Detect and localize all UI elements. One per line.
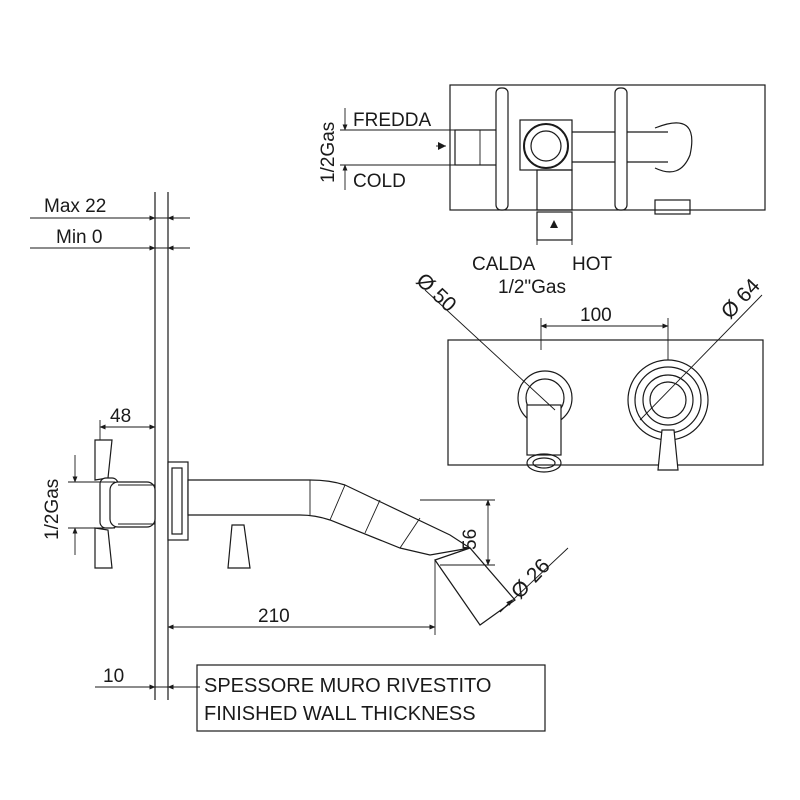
note-box [196,664,546,732]
valve-ring-inner [530,130,562,162]
hot-flow-arrow [550,220,558,228]
valve-body-side [109,481,156,528]
left-flange [495,87,509,211]
wall-thickness-note: SPESSORE MURO RIVESTITO FINISHED WALL TH… [196,664,546,732]
top-pipe-size-label: 1/2Gas [318,122,339,183]
valve-ring-outer [523,123,569,169]
spout-front [526,404,562,456]
cold-label-en: COLD [353,171,406,192]
spout-body [187,479,472,556]
spout-outlet-outer [526,453,562,473]
center-distance-label: 100 [580,305,612,326]
handle-ring-3 [642,374,694,426]
top-view: 1/2Gas FREDDA COLD CALDA HOT 1/2"Gas [318,84,766,298]
note-line-it: SPESSORE MURO RIVESTITO [204,675,491,697]
body-depth-label: 48 [110,406,131,427]
bottom-pipe-size-label: 1/2"Gas [498,277,566,298]
side-lever [227,524,251,569]
right-flange [614,87,628,211]
front-plate [447,339,764,466]
handle-ring-1 [627,359,709,441]
cross-handle-bottom [94,527,113,569]
min-depth-label: Min 0 [56,227,102,248]
hot-label-it: CALDA [472,254,536,275]
front-view: Ø 50 Ø 64 100 [412,269,765,473]
top-view-body [449,84,766,211]
cross-handle-top [94,439,113,481]
spout-outlet-inner [532,457,556,469]
cold-label-it: FREDDA [353,110,431,131]
spout-length-label: 210 [258,606,290,627]
spout-drop-label: 56 [460,529,481,550]
lever-top-view [654,199,691,215]
spout-tip [434,547,516,626]
hot-inlet-pipe [536,169,573,211]
handle-ring-4 [649,381,687,419]
handle-lever-front [657,429,679,471]
hot-inlet-stub [536,211,573,241]
spout-diameter-label: Ø 26 [507,554,555,603]
wall-thickness-label: 10 [103,666,124,687]
side-pipe-size-label: 1/2Gas [42,479,63,540]
hot-label-en: HOT [572,254,613,275]
diameter-left-label: Ø 50 [412,269,461,317]
handle-ring-2 [634,366,702,434]
note-line-en: FINISHED WALL THICKNESS [204,703,476,725]
valve-housing [519,119,573,171]
handle-top-view [654,122,693,173]
max-depth-label: Max 22 [44,196,106,217]
wall-plate-inner [171,467,183,535]
